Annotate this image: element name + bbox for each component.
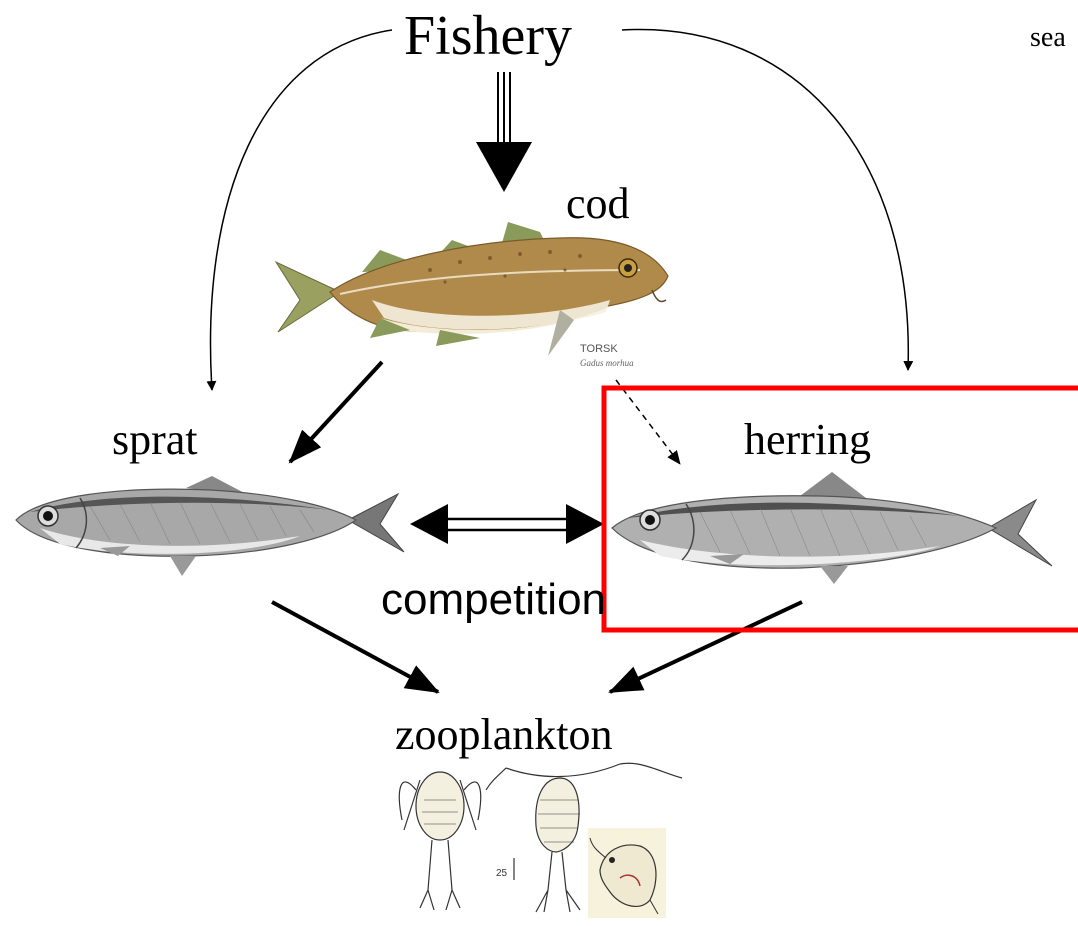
cod-to-sprat-arrow: [290, 362, 382, 462]
sprat-label: sprat: [112, 418, 198, 462]
sprat-fish-icon: [16, 476, 404, 576]
zooplankton-copepod-icon: [399, 772, 480, 910]
fishery-to-cod-arrow: [476, 72, 532, 192]
cod-to-herring-dashed-arrow: [616, 380, 680, 464]
competition-double-arrow: [410, 504, 604, 544]
fishery-to-herring-arrow: [622, 29, 908, 370]
herring-label: herring: [744, 418, 871, 462]
cod-label: cod: [566, 182, 630, 226]
competition-label: competition: [381, 578, 606, 622]
zooplankton-cladoceran-icon: [588, 828, 666, 918]
fishery-label: Fishery: [404, 8, 572, 64]
cod-caption-latin: Gadus morhua: [580, 358, 634, 368]
zooplankton-label: zooplankton: [395, 713, 613, 757]
herring-fish-icon: [612, 472, 1052, 584]
scale-label: 25: [496, 868, 508, 879]
fishery-to-sprat-arrow: [211, 30, 393, 390]
herring-to-zooplankton-arrow: [610, 602, 802, 692]
cod-fish-icon: [276, 222, 668, 356]
sea-label: sea: [1030, 24, 1066, 52]
cod-caption-torsk: TORSK: [580, 343, 618, 355]
